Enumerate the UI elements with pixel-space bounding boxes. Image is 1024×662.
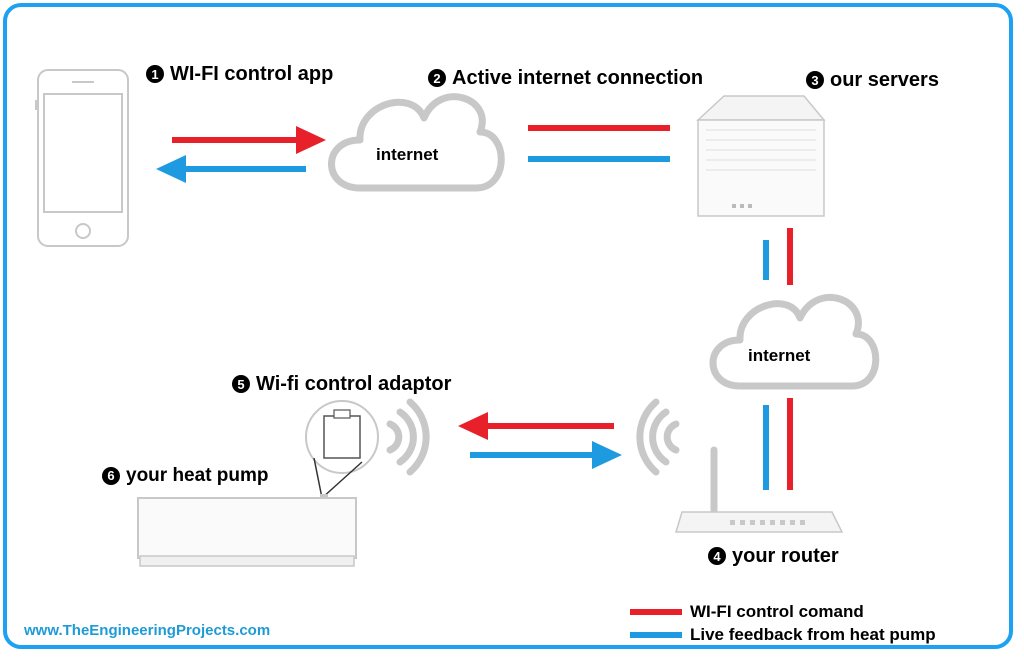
step-4-number: 4 bbox=[708, 547, 726, 565]
step-5-text: Wi-fi control adaptor bbox=[256, 373, 452, 395]
step-2-number: 2 bbox=[428, 69, 446, 87]
step-2-text: Active internet connection bbox=[452, 67, 704, 89]
adaptor-icon bbox=[305, 400, 379, 499]
router-icon bbox=[674, 446, 844, 533]
diagram-frame bbox=[3, 3, 1013, 649]
step-5-number: 5 bbox=[232, 375, 250, 393]
step-3-label: 3 our servers bbox=[806, 70, 939, 90]
cloud-right-label: internet bbox=[748, 346, 811, 365]
step-4-label: 4 your router bbox=[708, 546, 839, 566]
legend-command-label: WI-FI control comand bbox=[690, 602, 864, 621]
legend-feedback-label: Live feedback from heat pump bbox=[690, 625, 936, 644]
connection-lines bbox=[156, 125, 793, 490]
cloud-top-label: internet bbox=[376, 145, 439, 164]
adaptor-wifi-icon bbox=[386, 398, 430, 476]
website-footer: www.TheEngineeringProjects.com bbox=[24, 622, 271, 639]
router-wifi-icon bbox=[636, 398, 680, 476]
step-6-label: 6 your heat pump bbox=[102, 466, 269, 485]
step-1-number: 1 bbox=[146, 65, 164, 83]
server-icon bbox=[696, 95, 826, 217]
heat-pump-icon bbox=[137, 494, 357, 567]
smartphone-icon bbox=[35, 69, 129, 247]
step-3-number: 3 bbox=[806, 71, 824, 89]
step-6-number: 6 bbox=[102, 466, 120, 485]
step-5-label: 5 Wi-fi control adaptor bbox=[232, 374, 451, 394]
step-1-label: 1 WI-FI control app bbox=[146, 64, 333, 84]
internet-cloud-right bbox=[709, 294, 880, 390]
internet-cloud-top bbox=[328, 93, 505, 192]
step-6-text: your heat pump bbox=[126, 465, 269, 486]
step-1-text: WI-FI control app bbox=[170, 63, 334, 85]
legend-swatches bbox=[630, 609, 682, 638]
step-4-text: your router bbox=[732, 545, 839, 567]
step-3-text: our servers bbox=[830, 69, 939, 91]
step-2-label: 2 Active internet connection bbox=[428, 68, 703, 88]
